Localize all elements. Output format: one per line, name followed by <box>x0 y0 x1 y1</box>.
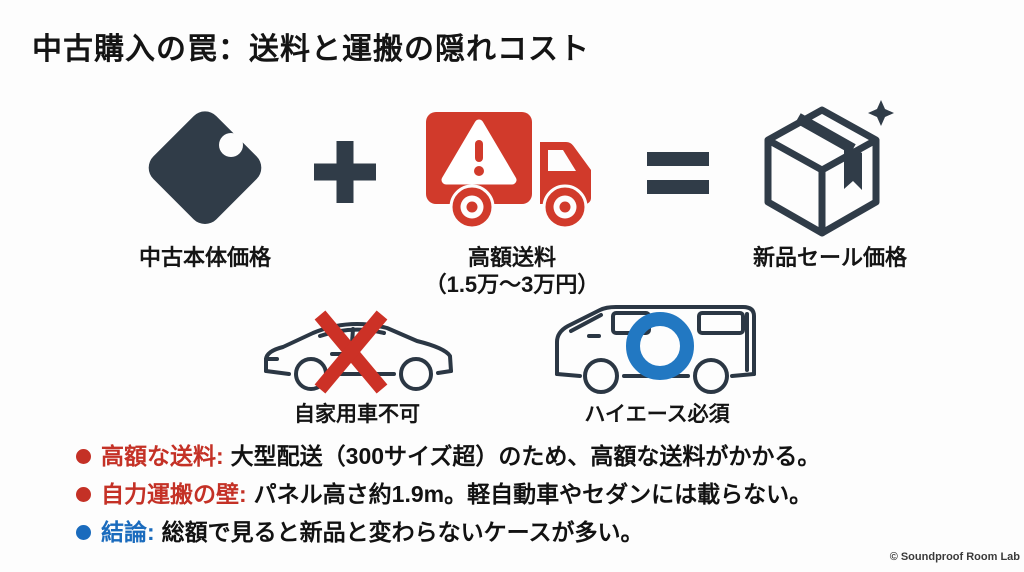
hiace-van-icon <box>551 300 765 398</box>
blue-circle-mark-icon <box>626 312 694 380</box>
bullet-conclusion: 結論: 総額で見ると新品と変わらないケースが多い。 <box>76 516 996 548</box>
bullet-lead: 高額な送料: <box>101 443 224 469</box>
bullet-list: 高額な送料: 大型配送（300サイズ超）のため、高額な送料がかかる。 自力運搬の… <box>76 440 996 548</box>
bullet-transport-wall: 自力運搬の壁: パネル高さ約1.9m。軽自動車やセダンには載らない。 <box>76 478 996 510</box>
van-label: ハイエース必須 <box>584 403 730 426</box>
page-title: 中古購入の罠：送料と運搬の隠れコスト <box>32 33 590 66</box>
bullet-dot <box>76 448 91 464</box>
plus-icon <box>314 141 376 203</box>
warning-truck-icon <box>424 108 596 232</box>
car-label: 自家用車不可 <box>294 403 420 426</box>
warning-triangle-icon <box>441 119 517 185</box>
truck-label-line1: 高額送料 <box>467 245 556 270</box>
bullet-lead: 自力運搬の壁: <box>101 481 247 507</box>
new-product-box-icon <box>762 98 894 244</box>
truck-label-line2: （1.5万～3万円） <box>424 272 600 297</box>
equals-icon <box>647 152 709 194</box>
sedan-car-icon <box>256 303 461 403</box>
copyright-credit: © Soundproof Room Lab <box>889 551 1020 563</box>
bullet-dot <box>76 486 91 502</box>
sparkle-icon <box>868 100 894 126</box>
box-label: 新品セール価格 <box>752 245 907 270</box>
tag-label: 中古本体価格 <box>138 245 271 270</box>
bullet-text: 大型配送（300サイズ超）のため、高額な送料がかかる。 <box>230 443 821 469</box>
truck-label: 高額送料 （1.5万～3万円） <box>402 244 622 298</box>
red-cross-mark-icon <box>314 310 388 394</box>
bullet-shipping-cost: 高額な送料: 大型配送（300サイズ超）のため、高額な送料がかかる。 <box>76 440 996 472</box>
bullet-lead: 結論: <box>101 519 155 545</box>
price-tag-icon <box>135 103 275 239</box>
bullet-text: パネル高さ約1.9m。軽自動車やセダンには載らない。 <box>253 481 813 507</box>
bullet-text: 総額で見ると新品と変わらないケースが多い。 <box>161 519 644 545</box>
bullet-dot <box>76 524 91 540</box>
